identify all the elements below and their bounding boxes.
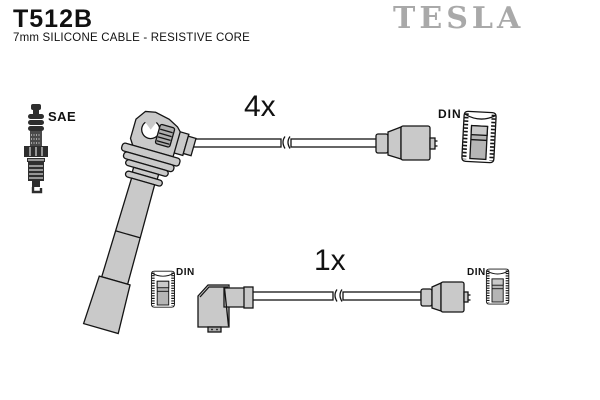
din-label-bottom-left: DIN xyxy=(176,267,195,278)
coil-boot-icon xyxy=(82,110,197,335)
spark-plug-icon xyxy=(24,104,48,194)
ignition-cable-bottom xyxy=(251,289,422,302)
quantity-1x-label: 1x xyxy=(314,244,346,277)
part-number: T512B xyxy=(13,5,94,33)
sae-label: SAE xyxy=(48,109,77,124)
din-label-top: DIN xyxy=(438,107,462,121)
din-terminal-icon-top xyxy=(462,111,497,163)
ignition-cable-top xyxy=(185,136,379,149)
distributor-plug-icon-top xyxy=(375,125,438,161)
din-terminal-icon-bottom-right xyxy=(484,267,511,306)
angle-boot-icon xyxy=(197,284,254,333)
brand-logo: TESLA xyxy=(393,1,525,36)
din-label-bottom-right: DIN xyxy=(467,267,486,278)
din-terminal-icon-bottom-left xyxy=(150,269,176,309)
distributor-plug-icon-bottom xyxy=(420,281,471,313)
quantity-4x-label: 4x xyxy=(244,90,276,123)
cable-spec-subtitle: 7mm SILICONE CABLE - RESISTIVE CORE xyxy=(13,32,251,44)
